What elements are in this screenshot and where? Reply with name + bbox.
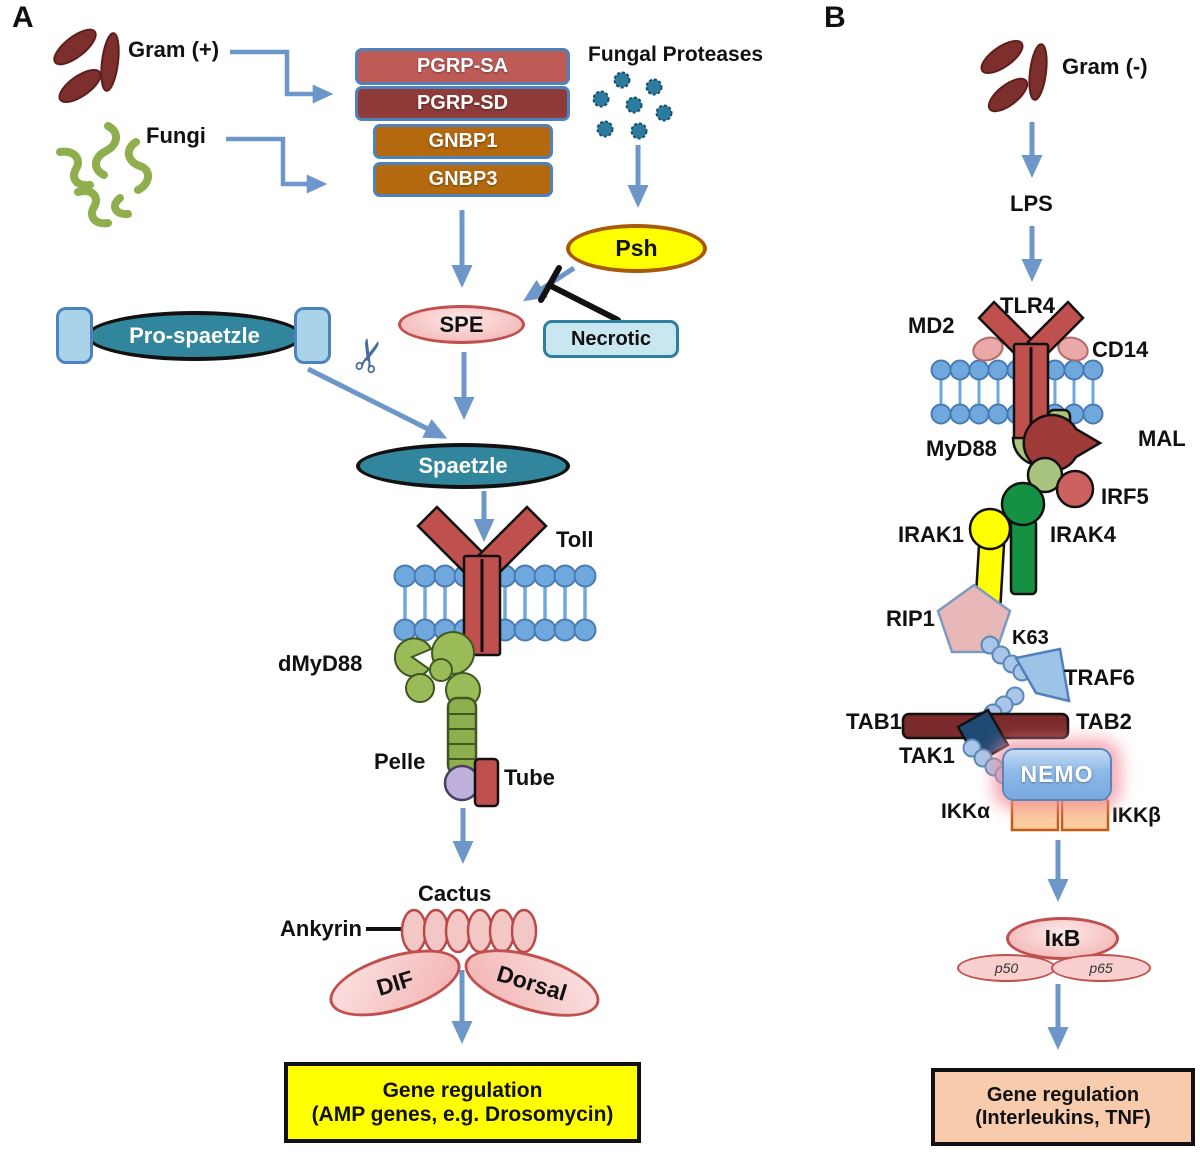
pgrp-sd-box: PGRP-SD bbox=[355, 86, 570, 121]
arrow-gram-pos-to-pgrp bbox=[230, 49, 334, 104]
fungi-label: Fungi bbox=[146, 123, 206, 148]
md2-label: MD2 bbox=[908, 313, 955, 338]
rip1-label: RIP1 bbox=[886, 606, 935, 631]
psh-ellipse: Psh bbox=[566, 224, 707, 273]
ankyrin-label: Ankyrin bbox=[280, 916, 362, 941]
fungal-proteases-label: Fungal Proteases bbox=[588, 43, 764, 66]
p65-ellipse: p65 bbox=[1051, 954, 1151, 982]
gram-positive-bacteria-icon bbox=[53, 28, 120, 104]
nemo-box: NEMO bbox=[1002, 748, 1112, 801]
irf5-label: IRF5 bbox=[1101, 484, 1149, 509]
pgrp-sa-box: PGRP-SA bbox=[355, 48, 570, 85]
mal-label: MAL bbox=[1138, 426, 1186, 451]
panel-b-label: B bbox=[824, 1, 846, 34]
traf6-label: TRAF6 bbox=[1064, 665, 1135, 690]
irak1-label: IRAK1 bbox=[898, 522, 965, 547]
tab1-label: TAB1 bbox=[846, 709, 902, 734]
k63-label: K63 bbox=[1012, 627, 1049, 649]
cd14-shape bbox=[1057, 336, 1089, 362]
gram-negative-label: Gram (-) bbox=[1062, 54, 1148, 79]
arrow-prospaetzle-to-spaetzle bbox=[306, 366, 448, 439]
tube-shape bbox=[473, 757, 500, 808]
spe-ellipse: SPE bbox=[398, 305, 525, 344]
pelle-label: Pelle bbox=[374, 749, 426, 774]
cell-membrane-b bbox=[930, 359, 1104, 425]
tube-label: Tube bbox=[504, 765, 555, 790]
irf5-shape bbox=[1055, 469, 1095, 509]
irak4-stem bbox=[1009, 518, 1038, 596]
gene-box-b-line1: Gene regulation bbox=[986, 1084, 1140, 1106]
fungal-protease-dots-icon bbox=[592, 71, 673, 140]
pro-spaetzle-ellipse: Pro-spaetzle bbox=[86, 311, 303, 361]
pro-spaetzle-right-cap bbox=[294, 307, 331, 364]
necrotic-inhibition-tbar bbox=[538, 265, 621, 323]
pelle-shape bbox=[446, 696, 478, 776]
irak4-head bbox=[1000, 481, 1046, 527]
cactus-label: Cactus bbox=[418, 881, 492, 906]
irak4-label: IRAK4 bbox=[1050, 522, 1117, 547]
tlr4-receptor-shape bbox=[977, 300, 1085, 442]
lps-label: LPS bbox=[1010, 191, 1053, 216]
gene-box-a-line2: (AMP genes, e.g. Drosomycin) bbox=[311, 1102, 614, 1126]
cactus-ankyrin-repeats bbox=[400, 908, 538, 954]
gram-positive-label: Gram (+) bbox=[128, 37, 220, 62]
gene-box-b-line2: (Interleukins, TNF) bbox=[975, 1107, 1151, 1129]
p50-ellipse: p50 bbox=[957, 954, 1056, 982]
pro-spaetzle-left-cap bbox=[56, 307, 93, 364]
tlr4-label: TLR4 bbox=[1000, 293, 1055, 318]
arrow-fungi-to-gnbp bbox=[226, 136, 328, 194]
tak1-label: TAK1 bbox=[899, 743, 955, 768]
ikk-alpha-label: IKKα bbox=[941, 800, 991, 823]
necrotic-box: Necrotic bbox=[543, 320, 679, 358]
dmyd88-shape bbox=[394, 631, 481, 708]
ikk-beta-label: IKKβ bbox=[1112, 804, 1161, 827]
gnbp3-box: GNBP3 bbox=[373, 162, 553, 197]
gnbp1-box: GNBP1 bbox=[373, 124, 553, 159]
panel-a-label: A bbox=[12, 1, 34, 34]
dmyd88-label: dMyD88 bbox=[278, 651, 363, 676]
toll-receptor-shape bbox=[416, 505, 548, 657]
traf6-shape bbox=[1014, 647, 1071, 703]
rip1-shape bbox=[936, 583, 1012, 654]
irak1-head bbox=[968, 507, 1012, 551]
gene-regulation-box-b: Gene regulation (Interleukins, TNF) bbox=[931, 1068, 1195, 1146]
tab2-label: TAB2 bbox=[1076, 709, 1132, 734]
cd14-label: CD14 bbox=[1092, 337, 1149, 362]
gram-negative-bacteria-icon bbox=[980, 39, 1048, 113]
ikb-ellipse: IκB bbox=[1006, 917, 1119, 960]
myd88-label: MyD88 bbox=[926, 436, 997, 461]
md2-shape bbox=[972, 336, 1004, 362]
fungi-icon bbox=[56, 122, 152, 228]
toll-label: Toll bbox=[556, 527, 594, 552]
gene-regulation-box-a: Gene regulation (AMP genes, e.g. Drosomy… bbox=[284, 1062, 641, 1143]
gene-box-a-line1: Gene regulation bbox=[382, 1078, 543, 1102]
spaetzle-ellipse: Spaetzle bbox=[356, 443, 570, 489]
